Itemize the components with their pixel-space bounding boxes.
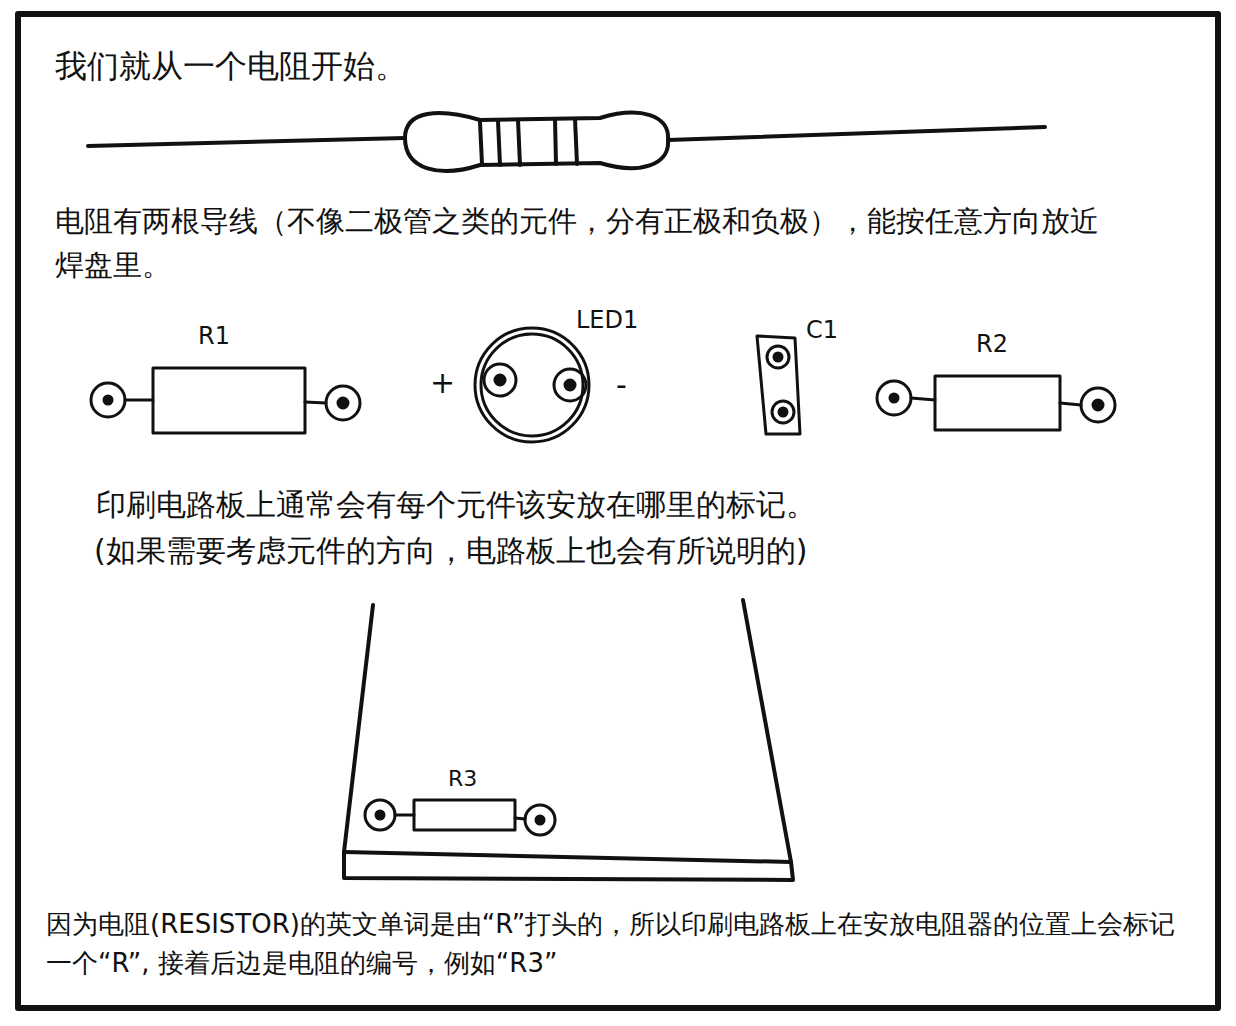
part-label: LED1 — [576, 302, 638, 338]
panel-title: 我们就从一个电阻开始。 — [55, 42, 755, 90]
resistor-footprint — [91, 368, 360, 433]
part-label: R2 — [976, 326, 1008, 362]
polarity-mark: + — [430, 360, 455, 405]
polarity-mark: - — [616, 362, 627, 407]
circuit-board — [344, 600, 793, 880]
part-label: R3 — [448, 762, 477, 795]
resistor-footprint — [365, 800, 555, 835]
resistor-drawing — [88, 113, 1045, 171]
body-text: 因为电阻(RESISTOR)的英文单词是由“R”打头的，所以印刷电路板上在安放电… — [46, 905, 1196, 983]
body-text: 电阻有两根导线（不像二极管之类的元件，分有正极和负极），能按任意方向放近焊盘里。 — [55, 200, 1115, 287]
panel-frame — [18, 14, 1218, 1008]
capacitor-footprint — [757, 336, 800, 434]
part-label: C1 — [806, 312, 838, 348]
led-footprint — [475, 328, 589, 442]
resistor-footprint — [877, 376, 1115, 430]
body-text: 印刷电路板上通常会有每个元件该安放在哪里的标记。 — [96, 482, 1176, 527]
part-label: R1 — [198, 318, 230, 354]
body-text: (如果需要考虑元件的方向，电路板上也会有所说明的) — [94, 528, 1174, 573]
